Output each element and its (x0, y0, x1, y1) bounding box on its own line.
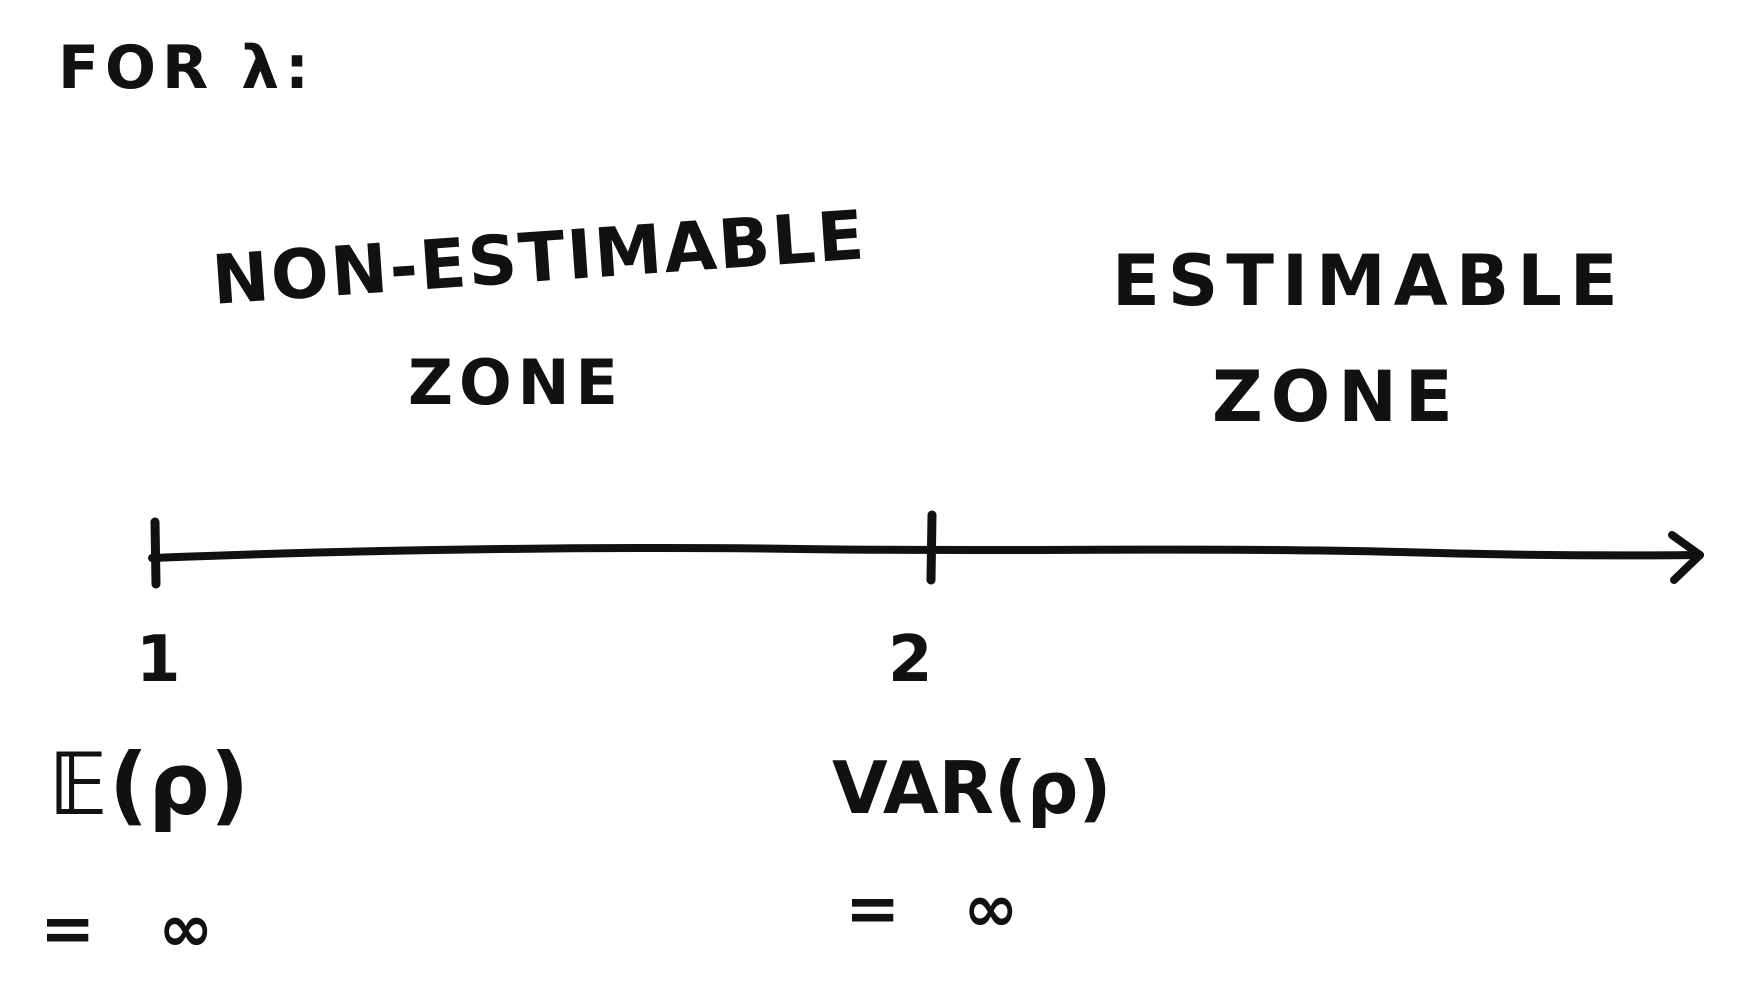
tick-mark-1 (150, 517, 161, 589)
variance-value: = ∞ (845, 870, 1039, 947)
expectation-label: 𝔼(ρ) (50, 735, 250, 835)
tick-label-1: 1 (136, 623, 184, 697)
estimable-zone-label-line1: ESTIMABLE (1112, 240, 1626, 322)
tick-label-2: 2 (888, 623, 936, 697)
axis-line (148, 544, 1704, 562)
estimable-zone-label-line2: ZONE (1212, 356, 1461, 438)
axis-arrow-head (1668, 531, 1704, 584)
non-estimable-zone-label-line2: ZONE (408, 346, 624, 419)
tick-mark-2 (926, 510, 937, 585)
expectation-value: = ∞ (40, 890, 234, 967)
diagram-title: FOR λ: (58, 33, 316, 103)
variance-label: VAR(ρ) (832, 746, 1112, 830)
